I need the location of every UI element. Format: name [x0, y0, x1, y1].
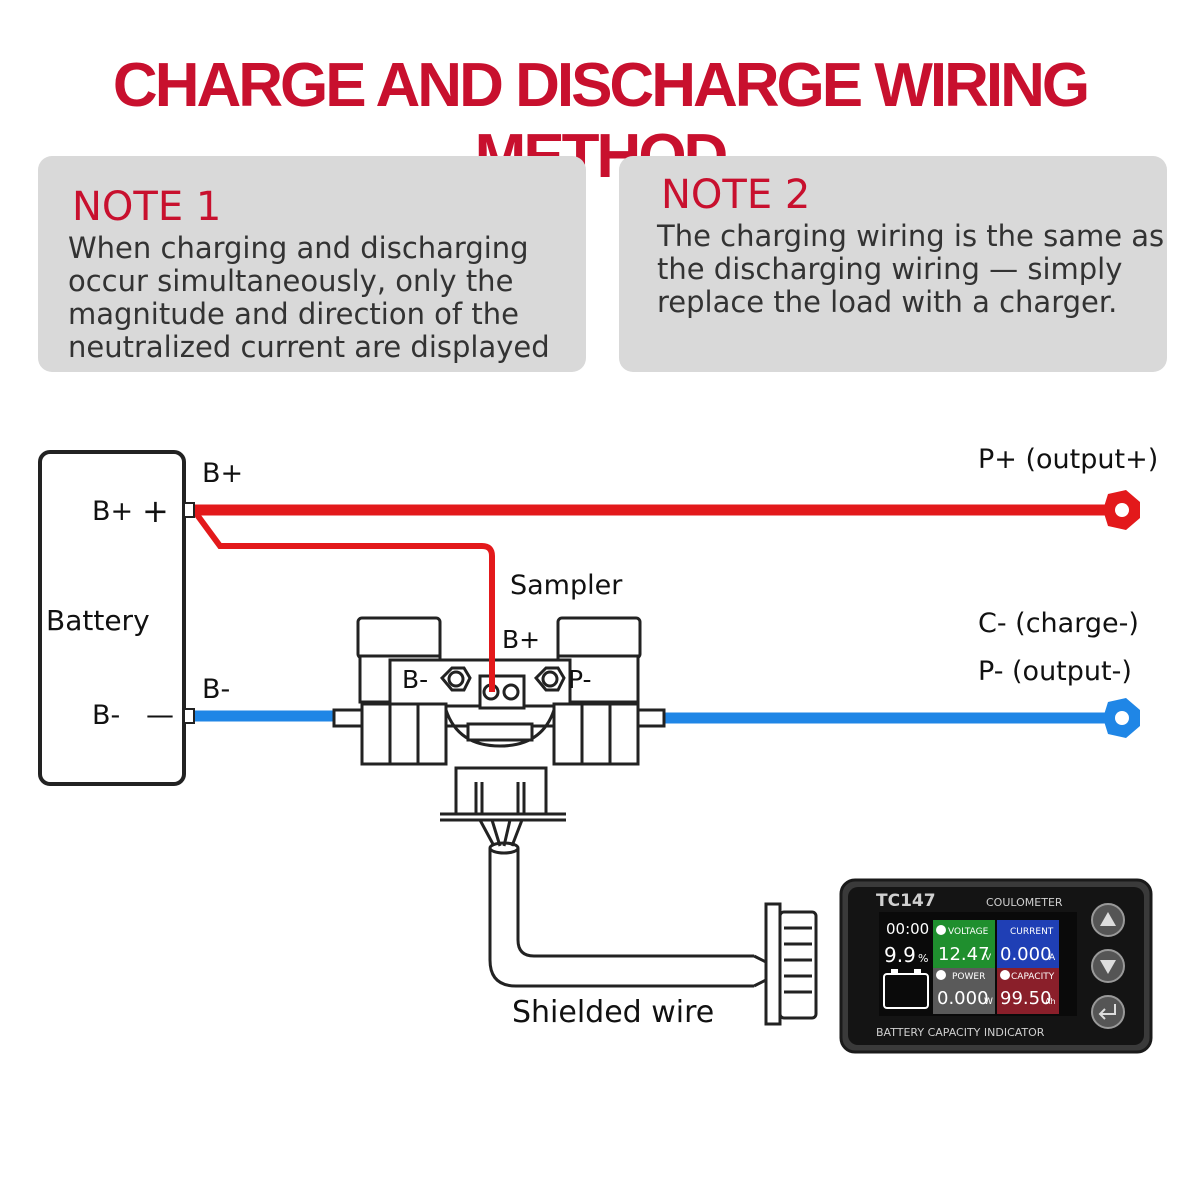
shielded-wire	[478, 819, 818, 1026]
battery-positive-label: B+	[92, 496, 133, 527]
device-percent-unit: %	[918, 952, 928, 965]
note-2-heading: NOTE 2	[661, 172, 811, 218]
device-percent: 9.9	[884, 943, 916, 967]
voltage-icon	[936, 925, 946, 935]
voltage-unit: V	[985, 953, 992, 963]
note-1-line: When charging and discharging	[68, 231, 529, 265]
device-time: 00:00	[886, 920, 929, 938]
triangle-up-icon	[1100, 912, 1116, 926]
sampler	[332, 616, 666, 822]
voltage-value: 12.47	[938, 944, 990, 965]
sampler-bminus-label: B-	[402, 665, 428, 694]
output-positive-label: P+ (output+)	[978, 444, 1158, 475]
battery-positive-terminal	[183, 502, 195, 518]
note-1-line: occur simultaneously, only the	[68, 264, 514, 298]
battery-box	[38, 450, 186, 786]
charge-negative-label: C- (charge-)	[978, 608, 1139, 639]
wire-negative-label: B-	[202, 674, 230, 705]
device-type: COULOMETER	[986, 896, 1063, 909]
current-value: 0.000	[1000, 944, 1052, 965]
power-icon	[936, 970, 946, 980]
voltage-label: VOLTAGE	[948, 927, 989, 937]
sampler-pminus-label: P-	[568, 665, 592, 694]
return-arrow-icon	[1098, 1004, 1116, 1020]
power-value: 0.000	[937, 988, 989, 1009]
note-2-box: NOTE 2 The charging wiring is the same a…	[619, 156, 1167, 372]
note-1-line: neutralized current are displayed	[68, 330, 550, 364]
power-unit: W	[984, 997, 993, 1007]
triangle-down-icon	[1100, 960, 1116, 974]
note-1-line: magnitude and direction of the	[68, 297, 519, 331]
positive-output-hole	[1115, 503, 1129, 517]
plus-icon: +	[142, 492, 169, 530]
battery-negative-label: B-	[92, 700, 120, 731]
battery-negative-terminal	[183, 708, 195, 724]
sampler-bplus-label: B+	[502, 625, 540, 654]
capacity-label: CAPACITY	[1011, 972, 1055, 982]
note-2-body: The charging wiring is the same as the d…	[657, 220, 1167, 319]
note-2-line: The charging wiring is the same as	[657, 219, 1165, 253]
note-1-box: NOTE 1 When charging and discharging occ…	[38, 156, 586, 372]
capacity-icon	[1000, 970, 1010, 980]
current-unit: A	[1049, 953, 1056, 963]
note-2-line: the discharging wiring — simply	[657, 252, 1123, 286]
battery-label: Battery	[46, 604, 150, 637]
note-2-line: replace the load with a charger.	[657, 285, 1118, 319]
current-panel	[997, 920, 1059, 968]
capacity-unit: Ah	[1045, 997, 1056, 1006]
capacity-value: 99.50	[1000, 988, 1052, 1009]
minus-icon: —	[146, 698, 174, 731]
power-label: POWER	[952, 972, 985, 982]
output-negative-label: P- (output-)	[978, 656, 1132, 687]
device-model: TC147	[876, 891, 936, 911]
shielded-wire-label: Shielded wire	[512, 995, 714, 1030]
note-1-heading: NOTE 1	[72, 184, 222, 230]
positive-sense-wire	[192, 510, 495, 688]
current-label: CURRENT	[1010, 927, 1054, 937]
coulometer-device: TC147 COULOMETER 00:00 9.9 % VOLTAGE 12.…	[839, 878, 1153, 1054]
wire-positive-label: B+	[202, 458, 243, 489]
note-1-body: When charging and discharging occur simu…	[68, 232, 578, 364]
enter-button[interactable]	[1091, 995, 1125, 1029]
device-footer: BATTERY CAPACITY INDICATOR	[876, 1026, 1045, 1039]
battery-level-icon	[883, 969, 929, 1009]
sampler-label: Sampler	[510, 570, 623, 601]
negative-output-hole	[1115, 711, 1129, 725]
